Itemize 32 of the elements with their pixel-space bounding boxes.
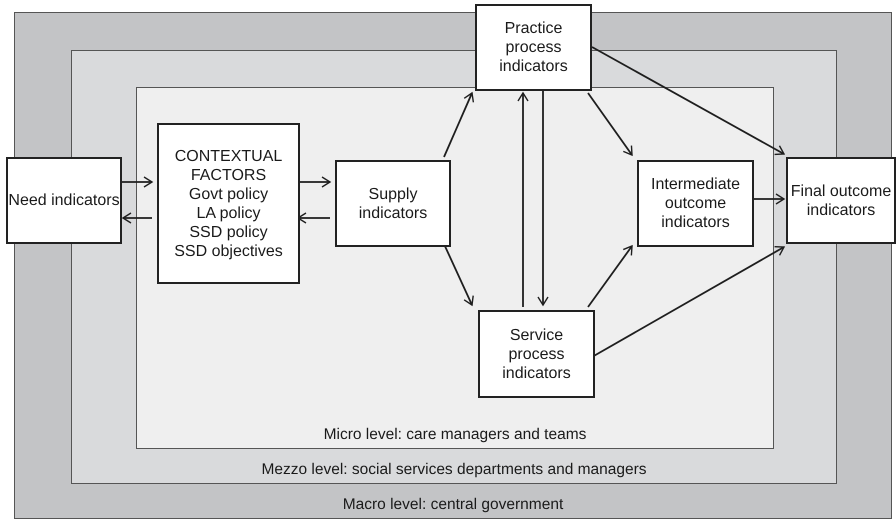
arrow [122, 176, 153, 188]
box-label: Final outcome indicators [790, 182, 892, 220]
indicator-box [478, 310, 595, 398]
arrow [592, 46, 785, 156]
box-label: Intermediate outcome indicators [650, 175, 741, 232]
box-label: Govt policy [188, 184, 268, 204]
indicator-box [6, 157, 122, 244]
box-label: Need indicators [8, 191, 120, 210]
level-label: Micro level: care managers and teams [324, 426, 586, 444]
box-label: Service process indicators [501, 326, 572, 382]
box-label: CONTEXTUAL FACTORS [174, 146, 284, 184]
level-label: Macro level: central government [342, 496, 564, 514]
arrow [122, 212, 152, 224]
indicator-box [335, 160, 451, 247]
level-band [136, 87, 774, 449]
box-label: SSD policy [189, 222, 268, 242]
arrow [517, 92, 529, 307]
level-label: Mezzo level: social services departments and managers [261, 461, 647, 479]
arrow [297, 212, 330, 224]
box-label: SSD objectives [174, 242, 283, 260]
arrow [537, 91, 549, 306]
arrow [752, 193, 785, 205]
indicator-box [157, 123, 300, 284]
arrow [443, 92, 474, 158]
box-label: LA policy [196, 204, 261, 222]
arrow [587, 92, 633, 156]
arrow [298, 176, 331, 188]
box-label: Supply indicators [358, 184, 428, 222]
arrow [587, 245, 633, 308]
indicator-box [637, 160, 754, 247]
indicator-box [475, 4, 592, 91]
box-label: Practice process indicators [498, 19, 569, 76]
